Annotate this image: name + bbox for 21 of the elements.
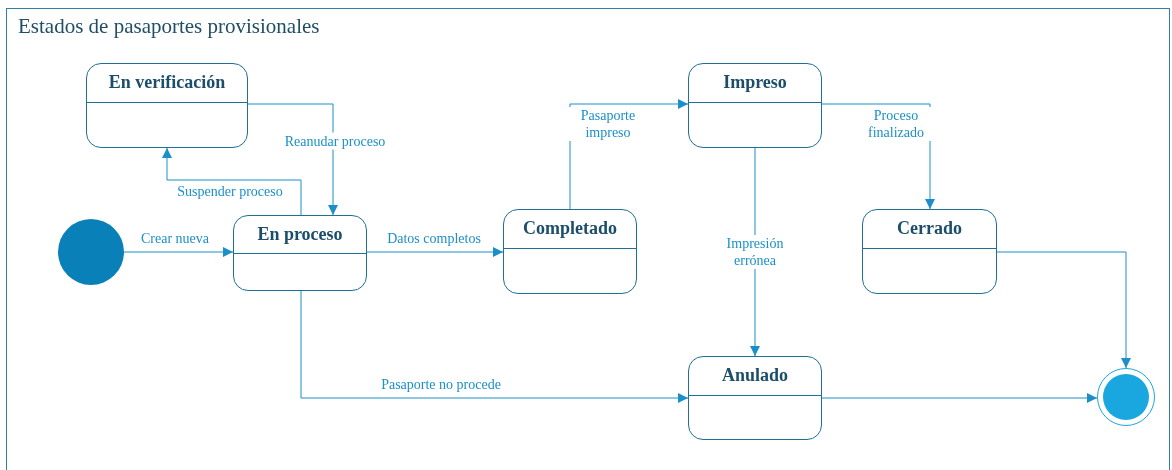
state-box <box>688 356 822 440</box>
state-box <box>233 215 367 291</box>
transition-arrow <box>123 247 234 257</box>
transition-arrow <box>300 290 689 403</box>
transition-arrow <box>247 103 338 216</box>
transition-arrow <box>366 247 504 257</box>
state-name: Completado <box>523 218 617 239</box>
state-box <box>86 63 248 148</box>
state-name: Cerrado <box>897 218 962 239</box>
state-name: En proceso <box>257 224 343 245</box>
state-name: Anulado <box>721 365 788 386</box>
state-name: En verificación <box>108 72 226 93</box>
transition-arrow <box>821 393 1098 403</box>
state-box <box>503 209 637 294</box>
edge-label: Reanudar proceso <box>282 132 388 150</box>
transition-arrow <box>996 251 1131 369</box>
state-name: Impreso <box>723 72 787 93</box>
diagram-title: Estados de pasaportes provisionales <box>18 14 320 39</box>
transition-arrow <box>162 147 302 216</box>
state-box <box>862 209 997 294</box>
state-box <box>688 63 822 148</box>
